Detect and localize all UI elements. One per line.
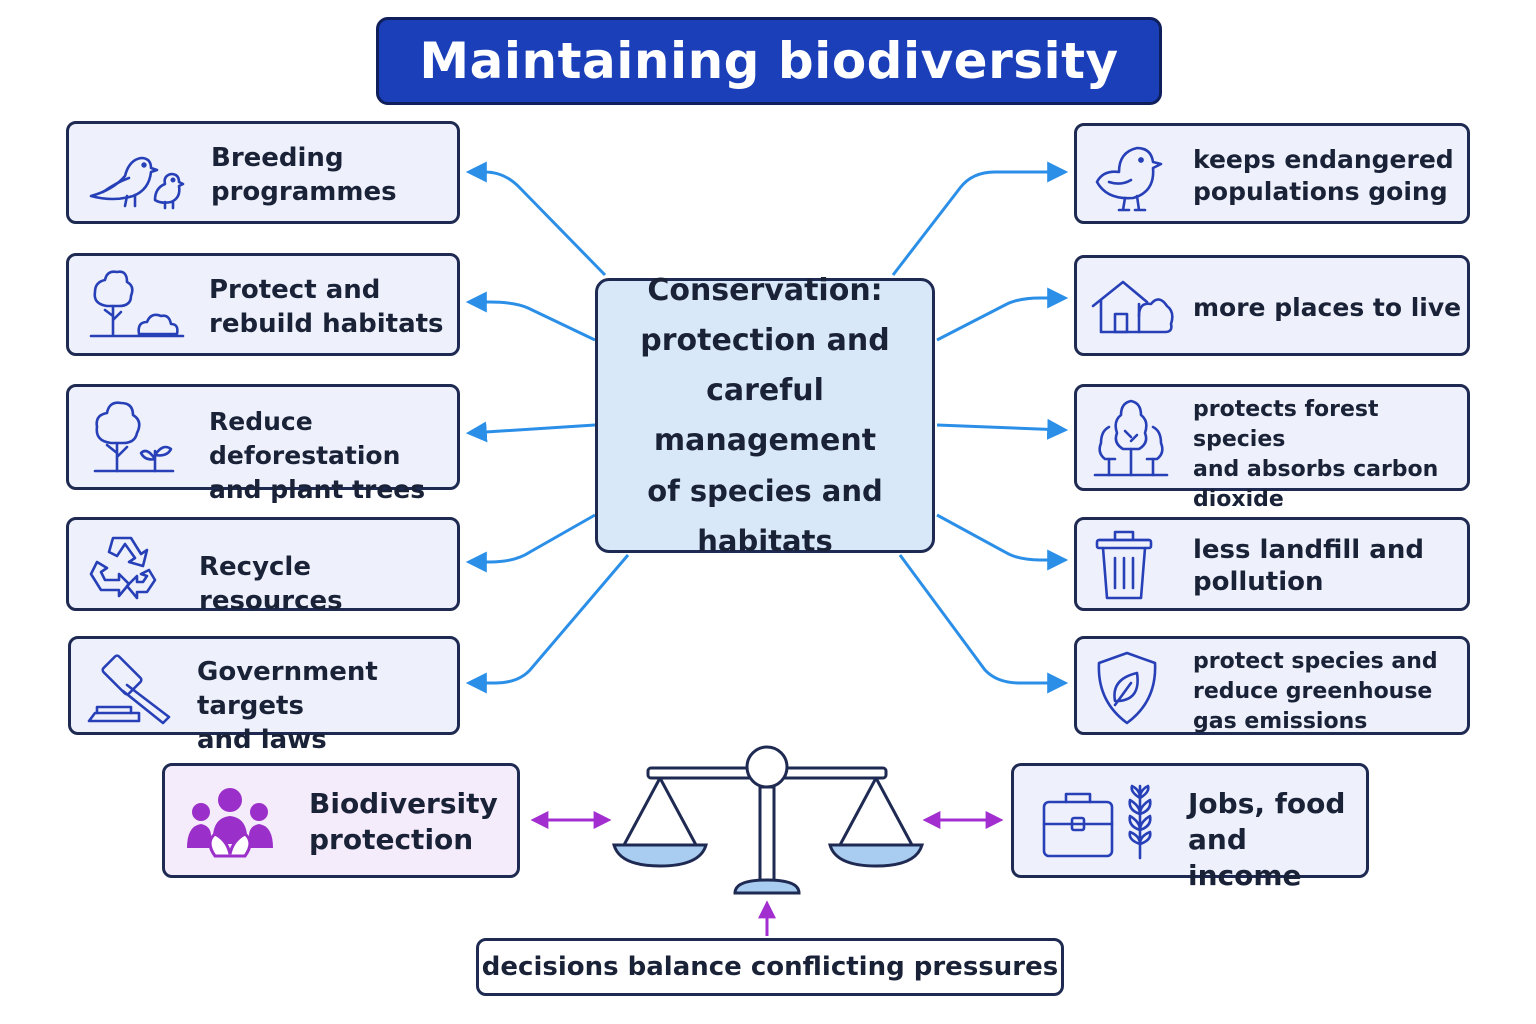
left-item-government: Government targets and laws [68, 636, 460, 755]
right-item-endangered: keeps endangered populations going [1074, 123, 1470, 224]
birds-icon [83, 138, 193, 210]
jobs-food-income-box: Jobs, food and income [1011, 763, 1369, 892]
decisions-box: decisions balance conflicting pressures [476, 938, 1064, 996]
conservation-label: Conservation: protection and careful man… [640, 272, 890, 558]
house-icon [1089, 276, 1175, 338]
left-item-government-label: Government targets and laws [197, 657, 378, 755]
connector-right-3 [936, 418, 1069, 440]
connector-left-5 [465, 554, 630, 694]
biodiversity-protection-box: Biodiversity protection [162, 763, 520, 878]
left-item-deforestation: Reduce deforestation and plant trees [66, 384, 460, 504]
connector-right-5 [898, 554, 1069, 694]
left-item-habitats: Protect and rebuild habitats [66, 253, 460, 356]
right-item-forest: protects forest species and absorbs carb… [1074, 384, 1470, 512]
connector-left-2 [465, 291, 596, 342]
right-item-greenhouse: protect species and reduce greenhouse ga… [1074, 636, 1470, 735]
left-item-breeding-label: Breeding programmes [211, 143, 397, 207]
jobs-food-income-label: Jobs, food and income [1188, 787, 1346, 892]
right-item-greenhouse-label: protect species and reduce greenhouse ga… [1193, 649, 1438, 734]
right-item-landfill: less landfill and pollution [1074, 517, 1470, 611]
scales-icon [612, 745, 924, 895]
connector-right-2 [936, 287, 1069, 342]
trash-icon [1091, 528, 1157, 604]
connector-right-1 [891, 161, 1069, 276]
page-title: Maintaining biodiversity [376, 17, 1162, 105]
connector-right-4 [936, 513, 1069, 571]
connector-left-3 [465, 421, 596, 443]
left-item-habitats-label: Protect and rebuild habitats [209, 275, 444, 339]
chick-icon [1089, 136, 1169, 214]
tree-sapling-icon [87, 399, 179, 475]
briefcase-wheat-icon [1040, 782, 1160, 862]
shield-leaf-icon [1091, 649, 1163, 729]
right-item-endangered-label: keeps endangered populations going [1193, 145, 1454, 206]
conservation-box: Conservation: protection and careful man… [595, 273, 935, 558]
left-item-recycle-label: Recycle resources [199, 552, 343, 616]
right-item-places: more places to live [1074, 255, 1470, 356]
forest-icon [1091, 397, 1171, 481]
connector-left-4 [465, 513, 596, 573]
right-item-forest-label: protects forest species and absorbs carb… [1193, 397, 1439, 512]
left-item-deforestation-label: Reduce deforestation and plant trees [209, 407, 426, 504]
left-item-recycle: Recycle resources [66, 517, 460, 616]
people-icon [185, 784, 275, 860]
tree-cloud-icon [87, 266, 187, 342]
gavel-icon [83, 651, 175, 727]
recycle-icon [85, 532, 161, 600]
right-item-places-label: more places to live [1193, 293, 1462, 322]
left-item-breeding: Breeding programmes [66, 121, 460, 224]
biodiversity-protection-label: Biodiversity protection [309, 787, 498, 856]
right-item-landfill-label: less landfill and pollution [1193, 535, 1424, 597]
connector-left-1 [465, 161, 607, 277]
